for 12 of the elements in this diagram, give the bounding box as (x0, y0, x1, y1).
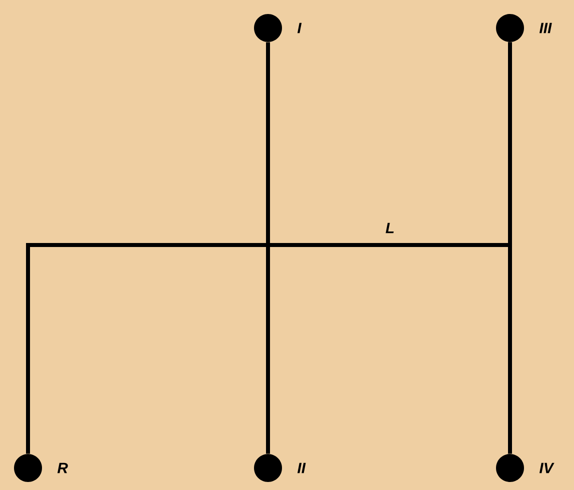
gear-label: III (539, 22, 552, 34)
dot (496, 454, 524, 482)
gear-label: IV (539, 462, 554, 474)
shift-track (266, 42, 270, 454)
dot (254, 454, 282, 482)
gear-label: II (297, 462, 306, 474)
dot (254, 14, 282, 42)
shift-track (26, 42, 512, 454)
gear-label: I (297, 22, 302, 34)
gear-label: R (57, 462, 68, 474)
dot (496, 14, 524, 42)
dot (14, 454, 42, 482)
